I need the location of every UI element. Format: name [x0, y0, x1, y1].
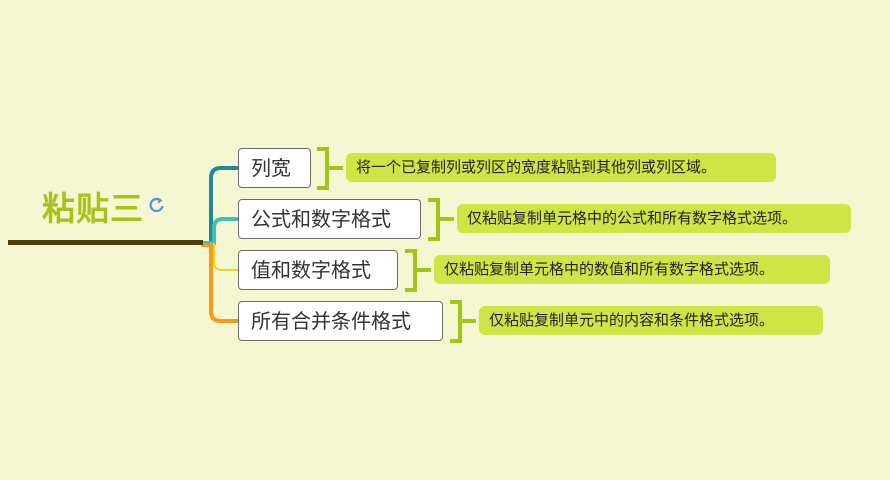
- connector-branch-3: [202, 243, 239, 271]
- connector-branch-4: [201, 243, 240, 323]
- connector-branch-1: [201, 166, 240, 245]
- branch-topic-merge-conditional-formats[interactable]: 所有合并条件格式: [238, 301, 443, 341]
- connector-branch-2: [201, 217, 240, 245]
- note-values-number-formats[interactable]: 仅粘贴复制单元格中的数值和所有数字格式选项。: [434, 255, 830, 284]
- branch-topic-values-number-formats[interactable]: 值和数字格式: [238, 250, 398, 290]
- root-topic-underline: [8, 240, 203, 245]
- bracket-4: [450, 300, 476, 343]
- branch-topic-column-width[interactable]: 列宽: [238, 148, 311, 188]
- root-topic-title[interactable]: 粘贴三: [42, 189, 144, 228]
- bracket-3: [405, 249, 431, 292]
- note-formulas-number-formats[interactable]: 仅粘贴复制单元格中的公式和所有数字格式选项。: [457, 204, 851, 233]
- branch-topic-formulas-number-formats[interactable]: 公式和数字格式: [238, 199, 421, 239]
- note-merge-conditional-formats[interactable]: 仅粘贴复制单元中的内容和条件格式选项。: [479, 306, 823, 335]
- bracket-1: [317, 147, 343, 190]
- refresh-arrow-icon[interactable]: [148, 196, 166, 214]
- bracket-2: [428, 198, 454, 241]
- note-column-width[interactable]: 将一个已复制列或列区的宽度粘贴到其他列或列区域。: [346, 153, 776, 182]
